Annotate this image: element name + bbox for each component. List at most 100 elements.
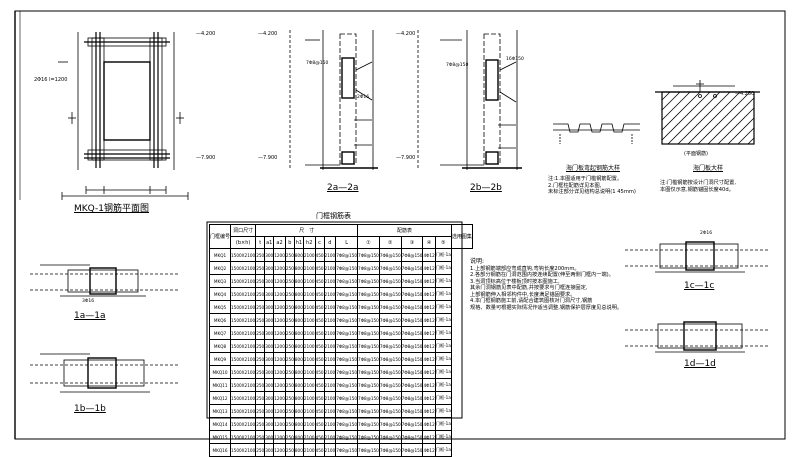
col-header-2: a1: [264, 236, 275, 249]
table-cell: 250: [284, 352, 295, 366]
table-cell: 300: [264, 300, 275, 314]
table-cell: 450: [314, 261, 325, 275]
table-cell: 门框-1a: [434, 352, 452, 366]
table-cell: 4Φ12: [422, 274, 436, 288]
table-cell: 2100: [323, 378, 337, 392]
table-cell: 7Φ8@150: [335, 430, 359, 444]
table-cell: 7Φ8@150: [335, 339, 359, 353]
table-cell: 7Φ8@150: [335, 352, 359, 366]
table-cell: 1500X2100: [230, 248, 257, 262]
table-cell: 800: [293, 404, 304, 418]
table-cell: 7Φ8@150: [400, 430, 424, 444]
table-cell: 门框-1a: [434, 430, 452, 444]
table-cell: 7Φ8@150: [335, 287, 359, 301]
table-cell: 1500X2100: [230, 404, 257, 418]
table-cell: 2100: [323, 326, 337, 340]
table-cell: 250: [284, 378, 295, 392]
table-cell: 450: [314, 300, 325, 314]
table-cell: 1200: [273, 287, 286, 301]
col-header-dims: 尺 寸: [255, 224, 359, 237]
table-cell: MKQ11: [208, 378, 232, 392]
table-cell: 2100: [323, 365, 337, 379]
table-cell: MKQ2: [208, 261, 232, 275]
table-cell: 门框-1a: [434, 339, 452, 353]
schedule-title: 门框钢筋表: [316, 212, 351, 220]
table-cell: 7Φ8@150: [357, 391, 380, 405]
table-cell: 2100: [323, 300, 337, 314]
table-cell: 7Φ8@150: [378, 404, 402, 418]
table-cell: 7Φ8@150: [400, 365, 424, 379]
table-cell: 1500X2100: [230, 261, 257, 275]
table-cell: 800: [293, 391, 304, 405]
table-cell: 1500X2100: [230, 274, 257, 288]
table-cell: 450: [314, 313, 325, 327]
table-cell: MKQ12: [208, 391, 232, 405]
table-cell: MKQ14: [208, 417, 232, 431]
table-cell: 门框-1a: [434, 274, 452, 288]
table-cell: 300: [264, 248, 275, 262]
table-cell: 800: [293, 430, 304, 444]
table-cell: 300: [264, 313, 275, 327]
table-cell: 2100: [323, 404, 337, 418]
table-cell: 7Φ8@150: [400, 300, 424, 314]
table-cell: 800: [293, 261, 304, 275]
section-1c: [625, 241, 770, 273]
col-header-code: 门框编号: [208, 224, 232, 249]
left-rebar-label: 2Φ16 l=1200: [34, 77, 68, 83]
table-cell: 450: [314, 365, 325, 379]
table-cell: 7Φ8@150: [357, 248, 380, 262]
table-cell: 7Φ8@150: [378, 378, 402, 392]
note-line: 1.上部钢筋端部应弯成直钩,弯钩长度200mm。: [470, 265, 580, 272]
table-cell: 800: [293, 274, 304, 288]
section-1d: [625, 321, 770, 353]
table-cell: 7Φ8@150: [378, 430, 402, 444]
elev-top-2: —4.200: [258, 31, 278, 37]
table-cell: 250: [284, 430, 295, 444]
table-cell: 7Φ8@150: [357, 261, 380, 275]
right-note-1: 注:门槛钢筋按设计门洞尺寸配置,: [660, 180, 737, 186]
table-cell: 4Φ12: [422, 300, 436, 314]
table-cell: 300: [264, 430, 275, 444]
bent-bar-detail: [553, 123, 640, 144]
table-cell: 300: [264, 378, 275, 392]
table-cell: 4Φ12: [422, 365, 436, 379]
table-cell: 7Φ8@150: [400, 417, 424, 431]
table-cell: 门框-1a: [434, 404, 452, 418]
table-cell: 450: [314, 404, 325, 418]
table-cell: 1200: [273, 391, 286, 405]
table-cell: 800: [293, 287, 304, 301]
table-cell: 300: [264, 287, 275, 301]
table-cell: 2100: [302, 274, 316, 288]
col-header-size: 洞口尺寸: [230, 224, 257, 237]
rebar-label-3: 16Φ150: [506, 57, 524, 62]
col-header-13: ④: [422, 236, 436, 249]
table-cell: 250: [255, 287, 266, 301]
table-cell: 450: [314, 443, 325, 457]
col-header-reinf: 配筋表: [357, 224, 452, 237]
table-cell: MKQ8: [208, 339, 232, 353]
table-cell: 7Φ8@150: [378, 248, 402, 262]
table-cell: 2100: [302, 404, 316, 418]
table-cell: 250: [284, 443, 295, 457]
table-cell: 7Φ8@150: [378, 339, 402, 353]
table-cell: 450: [314, 417, 325, 431]
table-cell: 7Φ8@150: [378, 365, 402, 379]
table-cell: 1200: [273, 248, 286, 262]
table-cell: 2100: [302, 261, 316, 275]
section-1b: [30, 353, 180, 393]
general-notes: 说明: 1.上部钢筋端部应弯成直钩,弯钩长度200mm。2.各部分钢筋在门洞范围…: [470, 258, 622, 311]
table-cell: MKQ7: [208, 326, 232, 340]
table-cell: 7Φ8@150: [400, 287, 424, 301]
table-cell: 2100: [323, 339, 337, 353]
table-cell: 800: [293, 443, 304, 457]
table-cell: 250: [284, 313, 295, 327]
table-cell: 250: [284, 339, 295, 353]
table-cell: 7Φ8@150: [357, 300, 380, 314]
table-cell: 1500X2100: [230, 391, 257, 405]
note-line: 上部钢筋伸入相邻构件中,长度满足锚固要求。: [470, 291, 576, 298]
